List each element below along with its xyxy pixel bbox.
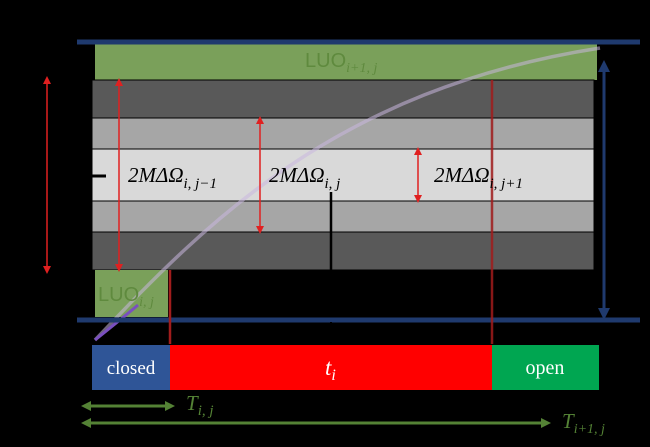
luo-lower-sub: i, j — [139, 295, 154, 310]
band-light-center — [91, 148, 595, 202]
luo-lower-base: LUO — [98, 284, 139, 306]
bar-t-label: ti — [325, 355, 336, 384]
luo-upper-sub: i+1, j — [346, 61, 377, 76]
T-long-label: Ti+1, j — [562, 409, 605, 437]
T-short-label: Ti, j — [186, 391, 214, 419]
omega-left-label: 2MΔΩi, j−1 — [128, 163, 217, 192]
bar-t-base: t — [325, 355, 332, 380]
omega-left-base: 2MΔΩ — [128, 163, 184, 187]
trajectory-curve — [93, 46, 601, 342]
bar-t — [170, 345, 492, 390]
luo-upper-base: LUO — [305, 50, 346, 72]
omega-center-label: 2MΔΩi, j — [269, 163, 340, 192]
omega-right-base: 2MΔΩ — [434, 163, 490, 187]
luo-upper-block — [95, 44, 597, 80]
omega-center-sub: i, j — [325, 176, 341, 192]
bar-open — [492, 345, 599, 390]
omega-left-sub: i, j−1 — [184, 176, 217, 192]
T-long-sub: i+1, j — [574, 422, 605, 437]
band-dark-top — [91, 79, 595, 119]
omega-center-base: 2MΔΩ — [269, 163, 325, 187]
luo-lower-label: LUOi, j — [98, 284, 154, 310]
band-mid-bottom — [91, 200, 595, 233]
bar-closed-label: closed — [107, 358, 156, 379]
T-long-base: T — [562, 409, 575, 433]
T-short-sub: i, j — [198, 403, 214, 419]
bar-open-label: open — [526, 357, 565, 379]
band-dark-bottom — [91, 231, 595, 271]
omega-right-label: 2MΔΩi, j+1 — [434, 163, 523, 192]
bar-closed — [92, 345, 170, 390]
T-short-base: T — [186, 391, 199, 415]
bar-t-sub: i — [331, 367, 335, 384]
luo-upper-label: LUOi+1, j — [305, 50, 377, 76]
omega-right-sub: i, j+1 — [490, 176, 523, 192]
